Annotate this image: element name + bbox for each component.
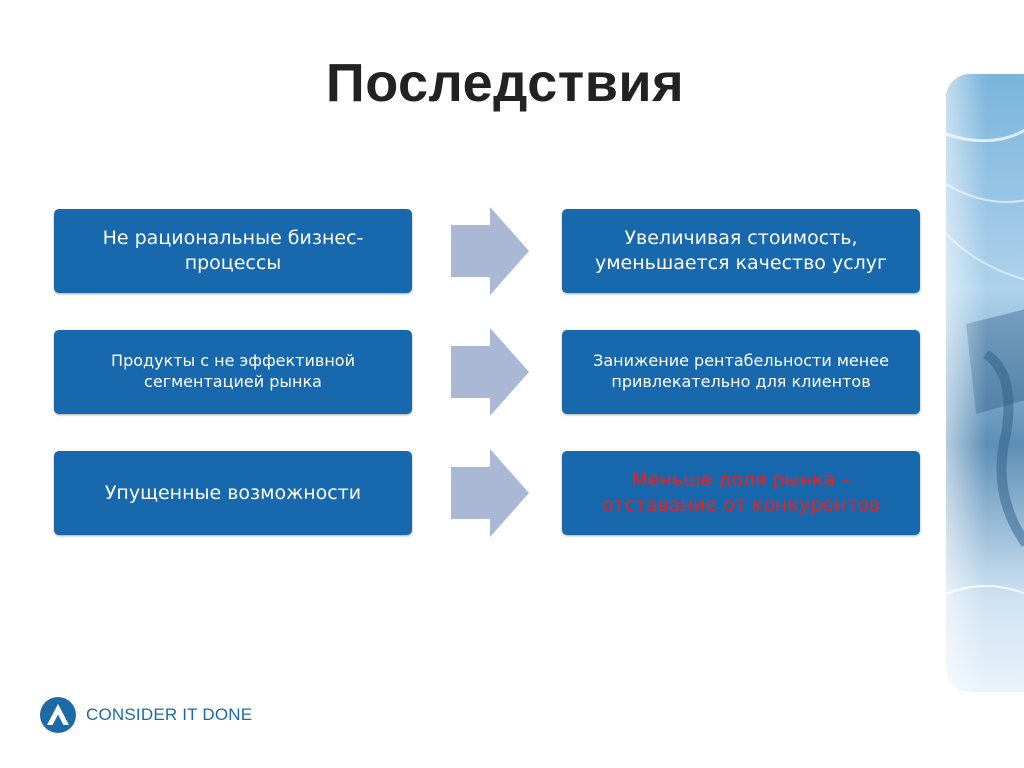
arrow-right-icon [451,207,529,295]
logo-text: CONSIDER IT DONE [86,705,253,724]
company-logo: CONSIDER IT DONE [40,695,252,735]
cause-text-3: Упущенные возможности [104,481,362,504]
cause-box-1: Не рациональные бизнес-процессы [54,209,412,293]
effect-box-3: Меньше доля рынка – отставание от конкур… [562,451,920,535]
effect-text-3: Меньше доля рынка – отставание от конкур… [601,469,881,516]
arrow-right-icon [451,449,529,537]
logo-mark-icon [40,697,76,733]
effect-text-2: Занижение рентабельности менее привлекат… [593,351,889,391]
cause-box-3: Упущенные возможности [54,451,412,535]
arrow-right-icon [451,328,529,416]
decorative-photo [946,74,1024,692]
slide-title: Последствия [325,53,685,113]
cause-box-2: Продукты с не эффективной сегментацией р… [54,330,412,414]
effect-box-2: Занижение рентабельности менее привлекат… [562,330,920,414]
cause-text-1: Не рациональные бизнес-процессы [102,227,364,274]
cause-text-2: Продукты с не эффективной сегментацией р… [111,351,355,391]
effect-box-1: Увеличивая стоимость, уменьшается качест… [562,209,920,293]
effect-text-1: Увеличивая стоимость, уменьшается качест… [594,227,888,274]
